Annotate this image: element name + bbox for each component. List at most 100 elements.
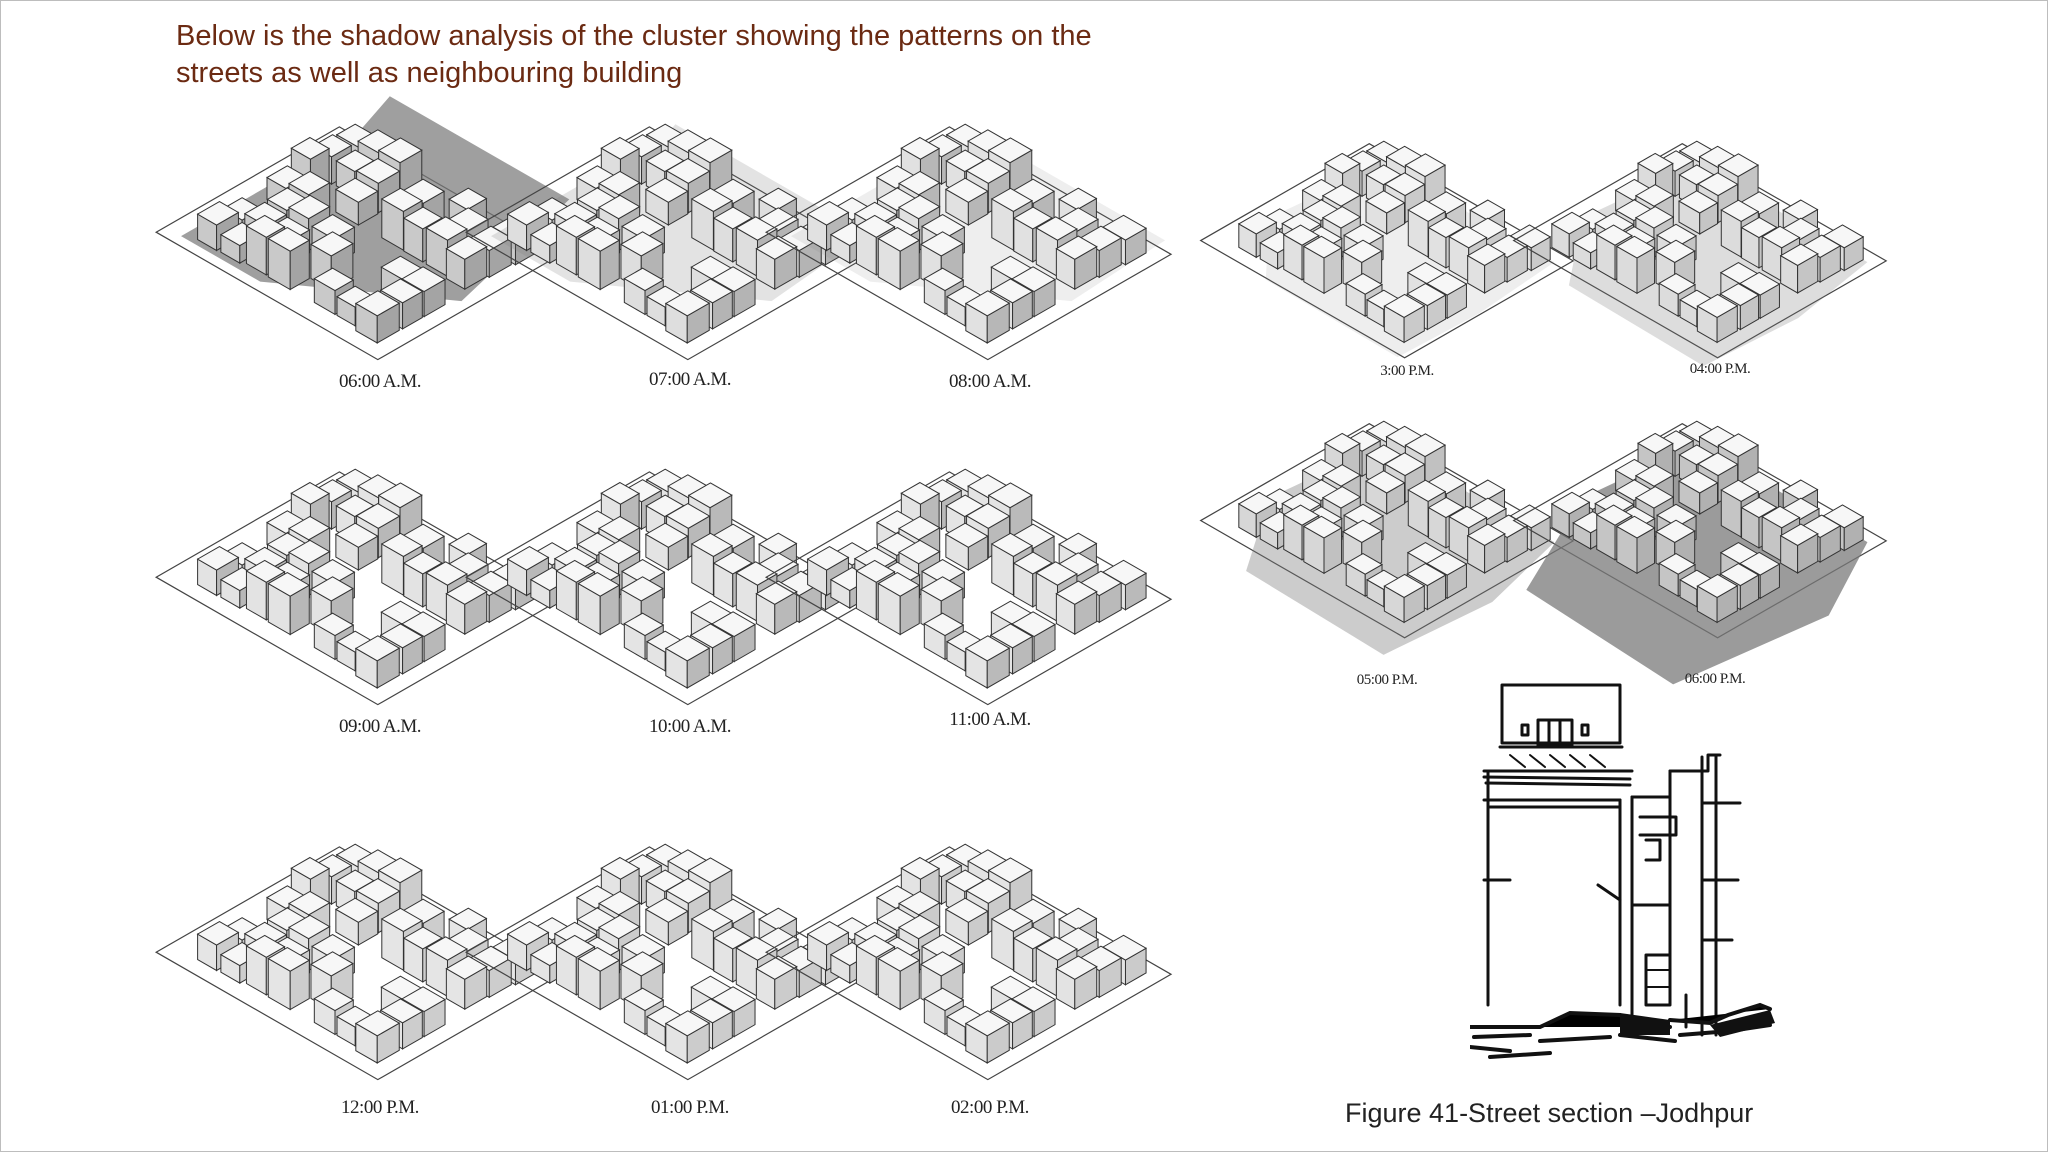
shadow-panel-0700am: 07:00 A.M. bbox=[464, 95, 873, 395]
building-block bbox=[354, 290, 401, 344]
building-block bbox=[877, 947, 921, 1011]
building-block bbox=[1383, 573, 1426, 624]
ground-plane bbox=[1199, 142, 1575, 359]
ground-plane bbox=[764, 471, 1173, 706]
building-block bbox=[1779, 243, 1819, 294]
building-block bbox=[944, 177, 989, 226]
cluster-axonometric-drawing bbox=[464, 468, 873, 706]
building-block bbox=[445, 235, 488, 291]
cluster-axonometric-drawing bbox=[764, 468, 1173, 706]
building-block bbox=[267, 947, 311, 1011]
shadow-panel-0600pm: 06:00 P.M. bbox=[1512, 395, 1888, 690]
shadow-panel-0200pm: 02:00 P.M. bbox=[764, 815, 1173, 1118]
shadow-panel-0100pm: 01:00 P.M. bbox=[464, 815, 873, 1118]
building-block bbox=[354, 1010, 401, 1064]
panel-time-label: 06:00 P.M. bbox=[1684, 671, 1746, 687]
shadow-panel-0300pm: 3:00 P.M. bbox=[1199, 115, 1575, 385]
cluster-axonometric-drawing bbox=[154, 96, 570, 361]
panel-time-label: 04:00 P.M. bbox=[1689, 361, 1751, 377]
intro-text: Below is the shadow analysis of the clus… bbox=[176, 20, 1092, 89]
cluster-axonometric-drawing bbox=[464, 123, 873, 361]
building-block bbox=[1302, 515, 1343, 575]
building-block bbox=[944, 897, 989, 946]
building-block bbox=[664, 1010, 711, 1064]
building-block bbox=[334, 522, 379, 571]
figure-caption: Figure 41-Street section –Jodhpur bbox=[1345, 1098, 1754, 1128]
cluster-axonometric-drawing bbox=[764, 843, 1173, 1081]
shadow-panel-0900am: 09:00 A.M. bbox=[154, 440, 563, 740]
building-block bbox=[1466, 523, 1506, 574]
ground-plane bbox=[464, 471, 873, 706]
building-block bbox=[755, 955, 798, 1011]
building-block bbox=[1055, 235, 1098, 291]
shadow-panel-1000am: 10:00 A.M. bbox=[464, 440, 873, 740]
building-block bbox=[334, 897, 379, 946]
building-block bbox=[877, 227, 921, 291]
building-block bbox=[664, 635, 711, 689]
panel-time-label: 3:00 P.M. bbox=[1380, 363, 1434, 379]
shadow-panel-0400pm: 04:00 P.M. bbox=[1512, 115, 1888, 385]
street-section-drawing bbox=[1468, 683, 1775, 1059]
building-block bbox=[923, 267, 965, 316]
panel-time-label: 10:00 A.M. bbox=[648, 716, 732, 737]
building-block bbox=[1365, 470, 1406, 515]
shadow-panel-0600am: 06:00 A.M. bbox=[154, 95, 570, 395]
building-block bbox=[1365, 190, 1406, 235]
building-block bbox=[290, 856, 331, 918]
building-block bbox=[1055, 580, 1098, 636]
building-block bbox=[964, 635, 1011, 689]
cluster-axonometric-drawing bbox=[1199, 140, 1575, 359]
shadow-panel-0500pm: 05:00 P.M. bbox=[1199, 395, 1575, 690]
building-block bbox=[577, 572, 621, 636]
ground-plane bbox=[764, 846, 1173, 1081]
street-section-sketch bbox=[1468, 675, 1790, 1085]
building-block bbox=[1678, 470, 1719, 515]
building-block bbox=[1678, 190, 1719, 235]
building-block bbox=[1696, 293, 1739, 344]
building-block bbox=[1055, 955, 1098, 1011]
cluster-axonometric-drawing bbox=[1512, 420, 1888, 685]
building-block bbox=[196, 200, 240, 252]
building-block bbox=[755, 235, 798, 291]
panel-time-label: 02:00 P.M. bbox=[951, 1097, 1029, 1118]
building-block bbox=[577, 947, 621, 1011]
panel-time-label: 11:00 A.M. bbox=[949, 709, 1031, 730]
building-block bbox=[445, 580, 488, 636]
building-block bbox=[1302, 235, 1343, 295]
building-block bbox=[664, 290, 711, 344]
shadow-panel-0800am: 08:00 A.M. bbox=[764, 95, 1173, 395]
cluster-axonometric-drawing bbox=[764, 123, 1173, 361]
building-block bbox=[644, 177, 689, 226]
building-block bbox=[1383, 293, 1426, 344]
building-block bbox=[644, 897, 689, 946]
building-block bbox=[267, 227, 311, 291]
building-block bbox=[577, 227, 621, 291]
cluster-axonometric-drawing bbox=[1512, 140, 1888, 366]
building-block bbox=[445, 955, 488, 1011]
panel-time-label: 01:00 P.M. bbox=[651, 1097, 729, 1118]
ground-plane bbox=[1199, 422, 1575, 639]
panel-time-label: 09:00 A.M. bbox=[338, 716, 422, 737]
building-block bbox=[267, 572, 311, 636]
panel-time-label: 08:00 A.M. bbox=[948, 371, 1032, 392]
ground-plane bbox=[154, 846, 563, 1081]
building-block bbox=[646, 285, 685, 327]
ground-plane bbox=[154, 471, 563, 706]
building-block bbox=[964, 1010, 1011, 1064]
building-block bbox=[964, 290, 1011, 344]
cluster-axonometric-drawing bbox=[1199, 420, 1575, 655]
building-block bbox=[1615, 515, 1656, 575]
building-block bbox=[354, 635, 401, 689]
building-block bbox=[644, 522, 689, 571]
shadow-panel-1100am: 11:00 A.M. bbox=[764, 440, 1173, 740]
ground-plane bbox=[464, 846, 873, 1081]
building-block bbox=[1779, 523, 1819, 574]
building-block bbox=[1466, 243, 1506, 294]
ground-plane bbox=[764, 126, 1173, 361]
building-block bbox=[334, 177, 379, 226]
shadow-panel-1200pm: 12:00 P.M. bbox=[154, 815, 563, 1118]
panel-time-label: 07:00 A.M. bbox=[648, 369, 732, 390]
building-block bbox=[755, 580, 798, 636]
cluster-axonometric-drawing bbox=[464, 843, 873, 1081]
ground-plane bbox=[1512, 142, 1888, 359]
